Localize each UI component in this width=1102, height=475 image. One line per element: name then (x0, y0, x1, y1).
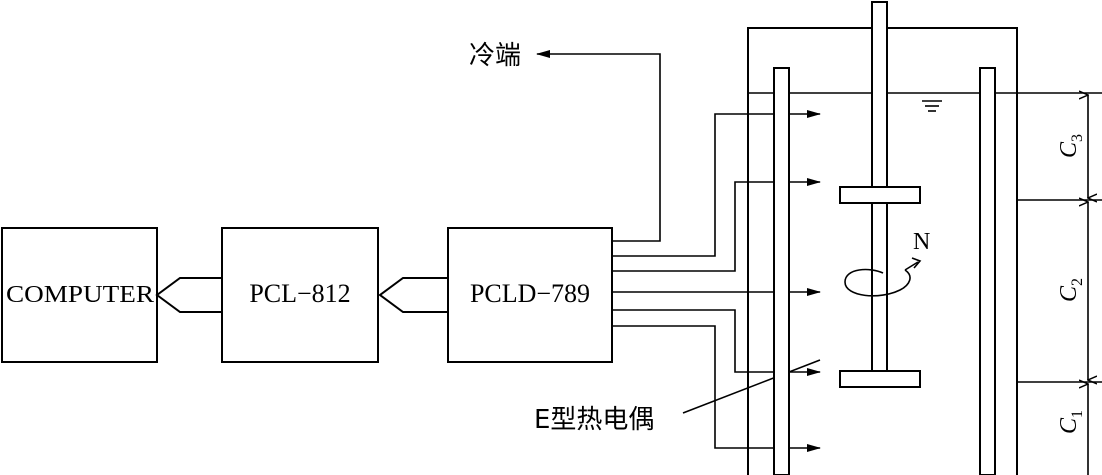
tank (747, 27, 1018, 475)
right-baffle (979, 67, 996, 475)
thermocouple-leader (682, 359, 821, 414)
stirrer: N (839, 1, 930, 388)
pcld789-label: PCLD−789 (470, 279, 590, 308)
dimensions: C3 C2 C1 (1017, 93, 1102, 475)
pcl812-label: PCL−812 (249, 279, 350, 308)
rotation-arrow-icon (844, 268, 911, 297)
speed-label: N (913, 229, 930, 255)
c2-label: C2 (1056, 278, 1086, 302)
lower-impeller (839, 370, 921, 388)
computer-label: COMPUTER (6, 282, 154, 308)
bus-connector-1 (155, 277, 222, 313)
upper-impeller (839, 186, 921, 204)
left-baffle (773, 67, 790, 475)
cold-end-lead: 冷端 (469, 41, 661, 242)
pcl812-block: PCL−812 (221, 227, 379, 363)
lead-1 (612, 110, 821, 257)
computer-block: COMPUTER (1, 227, 158, 363)
cold-end-label: 冷端 (469, 41, 521, 71)
c3-label: C3 (1056, 134, 1086, 158)
lead-5 (612, 325, 821, 452)
thermocouple-label: E型热电偶 (534, 405, 654, 435)
pcld789-block: PCLD−789 (447, 227, 613, 363)
c1-label: C1 (1056, 410, 1086, 434)
bus-connector-2 (378, 277, 448, 313)
thermocouple-callout: E型热电偶 (534, 359, 821, 435)
liquid-level-icon (922, 100, 942, 112)
